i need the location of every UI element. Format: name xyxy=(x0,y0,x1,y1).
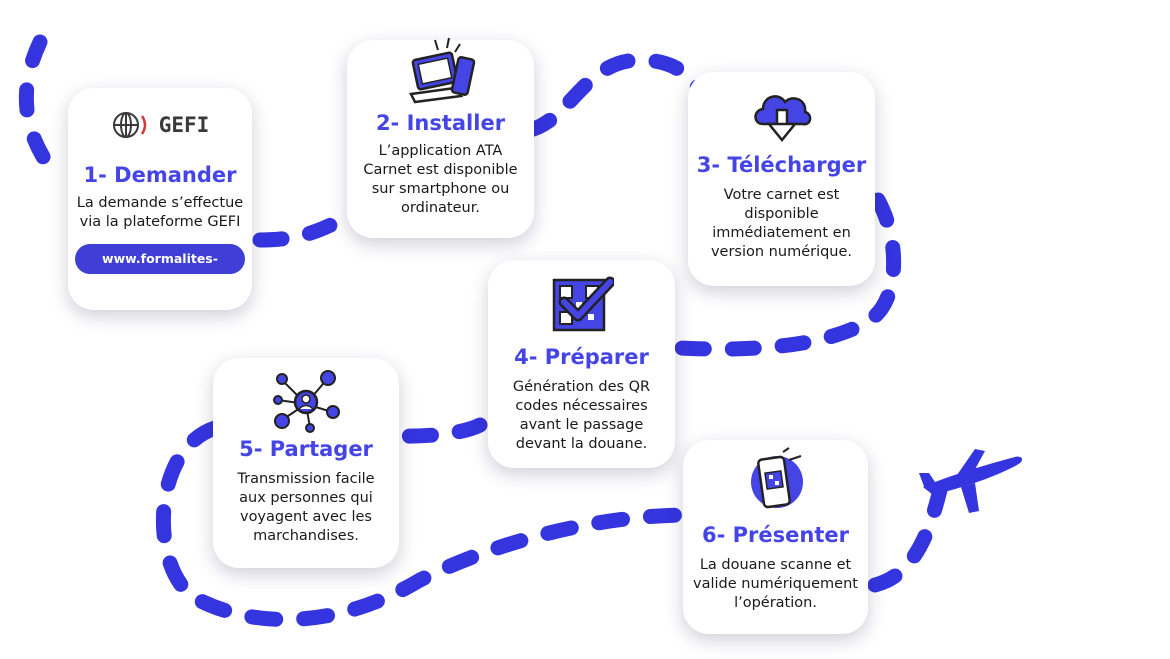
qr-check-icon xyxy=(552,276,614,332)
step-description: Transmission facile aux personnes qui vo… xyxy=(237,471,375,544)
gefi-logo: GEFI xyxy=(68,108,252,142)
step-card-3: 3- Télécharger Votre carnet est disponib… xyxy=(688,72,875,286)
share-network-icon xyxy=(273,370,340,433)
step-title: 5- Partager xyxy=(239,437,373,461)
gefi-link-button[interactable]: www.formalites-export.com xyxy=(75,244,245,296)
step-title: 1- Demander xyxy=(83,163,237,187)
cloud-download-icon xyxy=(753,95,811,142)
gefi-logo-text: GEFI xyxy=(158,113,210,137)
airplane-icon xyxy=(919,449,1023,513)
step-card-2: 2- Installer L’application ATA Carnet es… xyxy=(347,37,534,238)
gefi-globe-icon xyxy=(112,112,146,138)
phone-qr-scan-icon xyxy=(750,447,803,509)
laptop-phone-icon xyxy=(408,37,475,104)
step-card-1: GEFI 1- Demander La demande s’effectue v… xyxy=(68,88,252,310)
step-description: La douane scanne et valide numériquement… xyxy=(693,557,858,611)
step-card-4: 4- Préparer Génération des QR codes néce… xyxy=(488,260,675,468)
step-title: 3- Télécharger xyxy=(696,153,867,177)
step-description: Votre carnet est disponible immédiatemen… xyxy=(710,187,853,260)
step-card-6: 6- Présenter La douane scanne et valide … xyxy=(683,440,868,634)
step-title: 2- Installer xyxy=(375,111,506,135)
step-description: Génération des QR codes nécessaires avan… xyxy=(512,379,651,452)
step-description: La demande s’effectue via la plateforme … xyxy=(76,195,244,230)
step-title: 4- Préparer xyxy=(514,345,649,369)
step-title: 6- Présenter xyxy=(702,523,849,547)
step-description: L’application ATA Carnet est disponible … xyxy=(363,143,518,216)
step-card-5: 5- Partager Transmission facile aux pers… xyxy=(213,358,399,568)
